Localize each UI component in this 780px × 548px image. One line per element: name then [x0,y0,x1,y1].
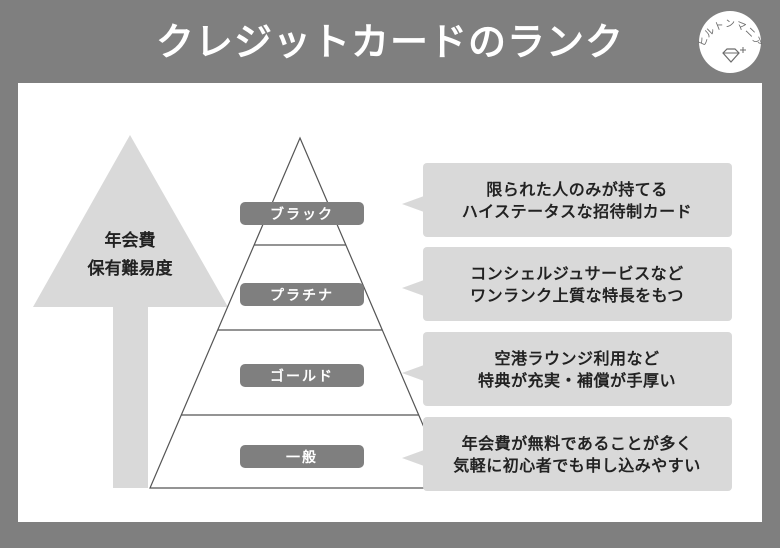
rank-pill-text: プラチナ [270,288,334,304]
bubble-box [423,247,732,321]
bubble-text-line-2: ワンランク上質な特長をもつ [470,286,684,305]
bubble-text-line-2: ハイステータスな招待制カード [462,202,692,221]
diamond-icon [722,48,740,63]
bubble-text-line-2: 気軽に初心者でも申し込みやすい [453,456,701,475]
rank-pill-text: ゴールド [270,368,334,385]
bubble-box [423,417,732,491]
bubble-text-line-1: 年会費が無料であることが多く [462,434,693,453]
rank-label-platinum: プラチナ [240,283,364,306]
page-title: クレジットカードのランク [155,20,624,64]
bubble-text-line-2: 特典が充実・補償が手厚い [478,371,676,390]
bubble-tail [402,280,424,296]
arrow-label-line-1: 年会費 [105,230,156,251]
rank-label-general: 一般 [240,445,364,468]
logo[interactable]: ヒルトンマニア [696,11,763,73]
up-arrow-icon [33,135,228,488]
rank-pill [240,445,364,468]
rank-pill [240,202,364,225]
rank-label-black: ブラック [240,202,364,225]
pyramid-outline [149,136,451,489]
bubble-tail [402,450,424,466]
rank-pill [240,364,364,387]
bubble-box [423,163,732,237]
bubble-black: 限られた人のみが持てる ハイステータスな招待制カード [402,163,732,237]
bubble-text-line-1: 空港ラウンジ利用など [494,349,659,368]
bubble-gold: 空港ラウンジ利用など 特典が充実・補償が手厚い [402,332,732,406]
logo-circle [699,11,761,73]
arrow-label-line-2: 保有難易度 [87,258,174,279]
bubble-platinum: コンシェルジュサービスなど ワンランク上質な特長をもつ [402,247,732,321]
bubble-text-line-1: コンシェルジュサービスなど [470,264,683,283]
bubble-general: 年会費が無料であることが多く 気軽に初心者でも申し込みやすい [402,417,732,491]
bubble-tail [402,365,424,381]
bubble-tail [402,196,424,212]
bubble-text-line-1: 限られた人のみが持てる [486,180,668,199]
bubble-box [423,332,732,406]
sparkle-icon [740,47,746,53]
rank-pill-text: 一般 [286,449,318,466]
rank-pill-text: ブラック [270,206,334,223]
rank-label-gold: ゴールド [240,364,364,387]
rank-pill [240,283,364,306]
